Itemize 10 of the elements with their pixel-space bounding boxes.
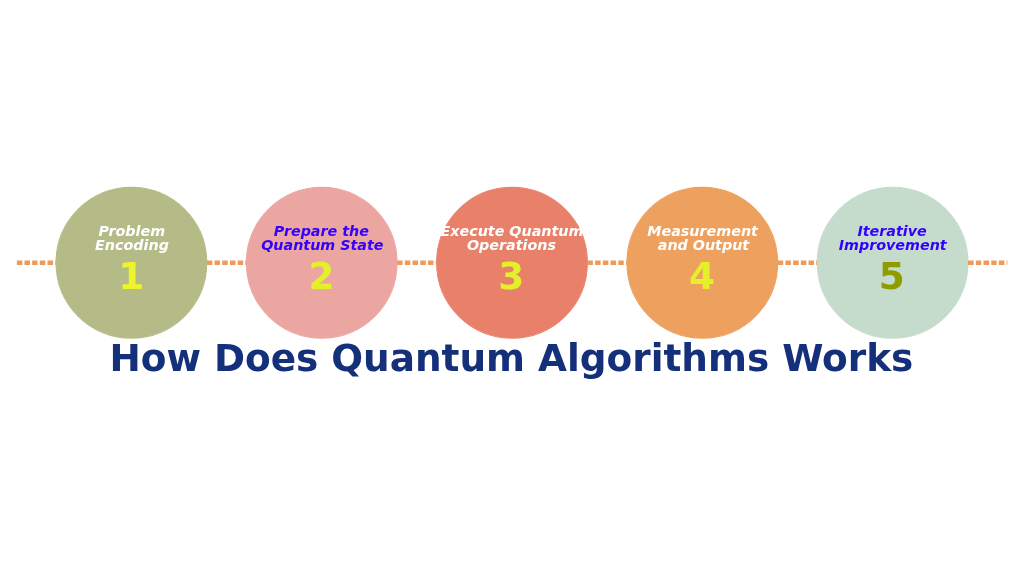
connector [16, 260, 56, 265]
node-circle: Problem Encoding 1 [55, 186, 208, 339]
connector [777, 260, 818, 265]
node-circle: Execute Quantum Operations 3 [436, 186, 588, 339]
node-circle: Measurement and Output 4 [626, 186, 779, 339]
node-circle: Iterative Improvement 5 [816, 186, 969, 339]
connector [587, 260, 627, 265]
diagram-title: How Does Quantum Algorithms Works [109, 336, 914, 381]
connector [206, 260, 247, 265]
node-circle: Prepare the Quantum State 2 [245, 186, 398, 339]
